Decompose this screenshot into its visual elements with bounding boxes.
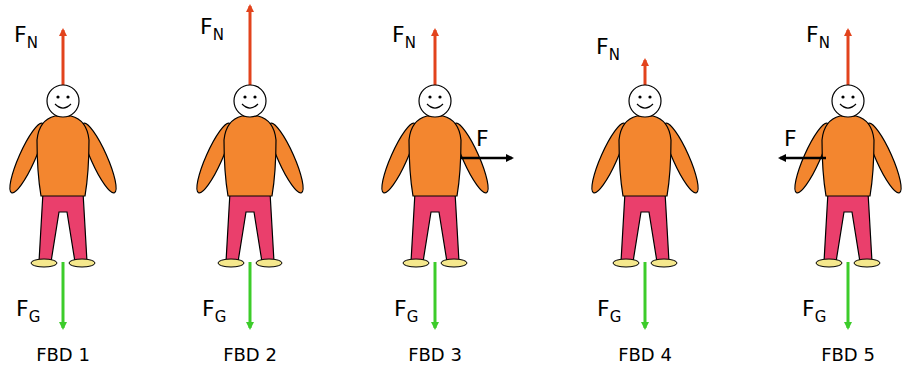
force-label: FG xyxy=(16,298,40,325)
figure-caption: FBD 4 xyxy=(618,346,672,364)
force-label: FG xyxy=(802,298,826,325)
figure-caption: FBD 1 xyxy=(36,346,90,364)
figure-caption: FBD 2 xyxy=(223,346,277,364)
force-label: FN xyxy=(200,16,224,43)
figure-caption: FBD 3 xyxy=(408,346,462,364)
force-label: FN xyxy=(14,24,38,51)
force-label: FG xyxy=(597,298,621,325)
force-label: FG xyxy=(394,298,418,325)
figure-caption: FBD 5 xyxy=(821,346,875,364)
force-label: FG xyxy=(202,298,226,325)
force-label: FN xyxy=(806,24,830,51)
force-label: FN xyxy=(596,36,620,63)
force-label: F xyxy=(476,128,489,150)
force-label: FN xyxy=(392,24,416,51)
force-label: F xyxy=(784,128,797,150)
